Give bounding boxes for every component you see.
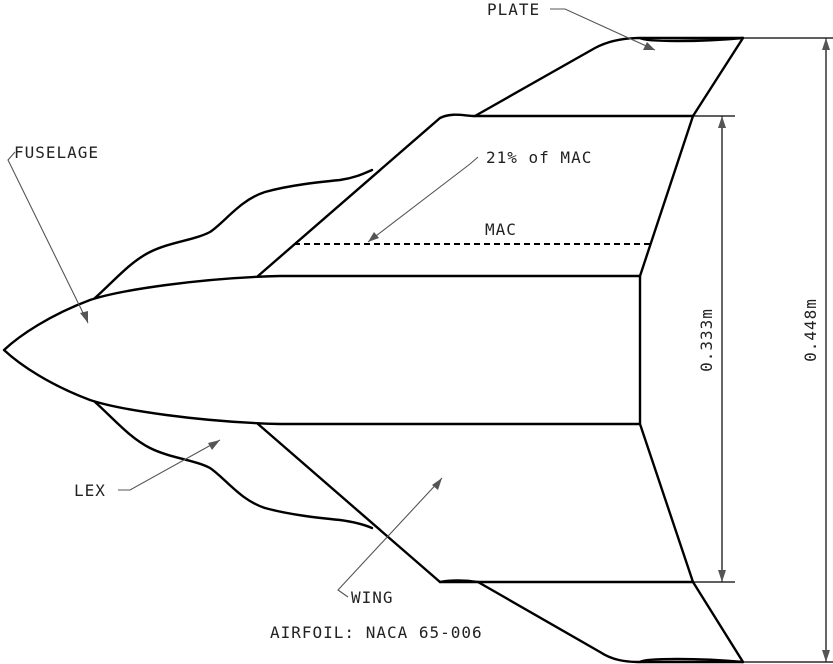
lower-wing-outline — [256, 422, 745, 664]
outer-span-dimension: 0.448m — [801, 298, 820, 362]
dimension-inner — [693, 115, 735, 583]
lex-lower-outline — [93, 400, 374, 530]
mac-percent-label: 21% of MAC — [486, 148, 592, 167]
dimension-outer — [743, 37, 833, 663]
fuselage-label: FUSELAGE — [14, 143, 99, 162]
plate-leader — [550, 8, 656, 51]
upper-wing-outline — [256, 36, 745, 278]
lex-upper-outline — [93, 168, 374, 300]
lex-leader — [118, 439, 221, 491]
fuselage-leader — [7, 151, 89, 324]
airfoil-label: AIRFOIL: NACA 65-006 — [270, 623, 483, 642]
wing-label: WING — [351, 588, 394, 607]
plate-label: PLATE — [487, 0, 540, 19]
mac-label: MAC — [485, 220, 517, 239]
fuselage-outline — [2, 274, 642, 426]
inner-span-dimension: 0.333m — [697, 308, 716, 372]
lex-label: LEX — [74, 481, 106, 500]
wing-leader — [337, 477, 443, 598]
mac-percent-leader — [367, 156, 479, 243]
